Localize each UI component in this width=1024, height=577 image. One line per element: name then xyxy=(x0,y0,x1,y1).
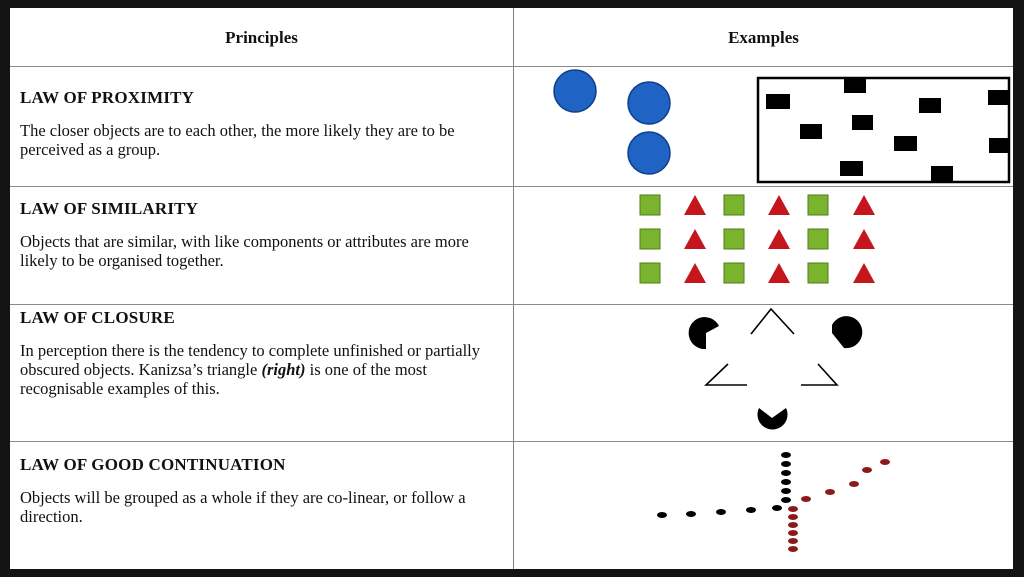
red-dot xyxy=(788,530,798,536)
red-dot xyxy=(788,546,798,552)
column-divider xyxy=(513,8,514,569)
black-dot xyxy=(781,488,791,494)
red-dot xyxy=(849,481,859,487)
continuation-example xyxy=(657,452,890,552)
black-square xyxy=(919,98,941,113)
pacman-shape xyxy=(757,408,788,430)
row-divider xyxy=(10,186,1013,187)
closure-example xyxy=(688,307,863,430)
red-triangle xyxy=(768,229,790,249)
black-dot xyxy=(781,497,791,503)
examples-illustrations xyxy=(553,69,1011,552)
row-divider xyxy=(10,441,1013,442)
proximity-frame xyxy=(756,76,1011,184)
triangle-outline xyxy=(801,363,839,386)
row-proximity: LAW OF PROXIMITY The closer objects are … xyxy=(20,88,500,159)
triangle-outline xyxy=(750,307,795,335)
black-square xyxy=(840,161,863,176)
red-triangle xyxy=(853,263,875,283)
black-dot xyxy=(746,507,756,513)
law-description: The closer objects are to each other, th… xyxy=(20,121,455,159)
black-square xyxy=(852,115,873,130)
red-dot xyxy=(862,467,872,473)
red-triangle xyxy=(853,195,875,215)
black-square xyxy=(989,138,1009,153)
green-square xyxy=(723,228,745,250)
law-description: In perception there is the tendency to c… xyxy=(20,341,481,398)
green-square xyxy=(639,194,661,216)
blue-circle xyxy=(553,69,597,113)
principles-table: Principles Examples LAW OF PROXIMITY The… xyxy=(10,8,1013,569)
red-dot xyxy=(788,506,798,512)
row-similarity: LAW OF SIMILARITY Objects that are simil… xyxy=(20,199,500,270)
law-title: LAW OF CLOSURE xyxy=(20,308,175,327)
black-square xyxy=(894,136,917,151)
black-square xyxy=(800,124,822,139)
law-title: LAW OF SIMILARITY xyxy=(20,199,199,218)
proximity-example xyxy=(553,69,1011,184)
pacman-shape xyxy=(832,316,863,349)
red-dot xyxy=(788,522,798,528)
black-dot xyxy=(772,505,782,511)
red-triangle xyxy=(684,229,706,249)
row-good-continuation: LAW OF GOOD CONTINUATION Objects will be… xyxy=(20,455,500,526)
black-dot xyxy=(781,461,791,467)
triangle-outline xyxy=(704,363,747,386)
green-square xyxy=(723,194,745,216)
black-dot xyxy=(781,470,791,476)
similarity-example xyxy=(639,194,875,284)
red-triangle xyxy=(768,195,790,215)
black-square xyxy=(766,94,790,109)
law-title: LAW OF PROXIMITY xyxy=(20,88,195,107)
black-dot xyxy=(716,509,726,515)
blue-circle xyxy=(627,81,671,125)
header-principles: Principles xyxy=(225,28,298,47)
green-square xyxy=(807,262,829,284)
header-examples: Examples xyxy=(728,28,799,47)
green-square xyxy=(639,228,661,250)
green-square xyxy=(807,194,829,216)
black-dot xyxy=(657,512,667,518)
law-description: Objects will be grouped as a whole if th… xyxy=(20,488,466,526)
red-triangle xyxy=(684,263,706,283)
red-triangle xyxy=(684,195,706,215)
green-square xyxy=(723,262,745,284)
red-triangle xyxy=(768,263,790,283)
red-dot xyxy=(788,514,798,520)
black-square xyxy=(988,90,1009,105)
red-dot xyxy=(788,538,798,544)
row-closure: LAW OF CLOSURE In perception there is th… xyxy=(20,308,500,398)
black-dot xyxy=(781,479,791,485)
black-dot xyxy=(686,511,696,517)
black-dot xyxy=(781,452,791,458)
green-square xyxy=(639,262,661,284)
red-dot xyxy=(825,489,835,495)
blue-circle xyxy=(627,131,671,175)
red-dot xyxy=(880,459,890,465)
law-title: LAW OF GOOD CONTINUATION xyxy=(20,455,286,474)
pacman-shape xyxy=(688,317,719,350)
row-divider xyxy=(10,304,1013,305)
red-triangle xyxy=(853,229,875,249)
red-dot xyxy=(801,496,811,502)
green-square xyxy=(807,228,829,250)
law-description: Objects that are similar, with like comp… xyxy=(20,232,469,270)
black-square xyxy=(844,78,866,93)
row-divider xyxy=(10,66,1013,67)
black-square xyxy=(931,166,953,181)
